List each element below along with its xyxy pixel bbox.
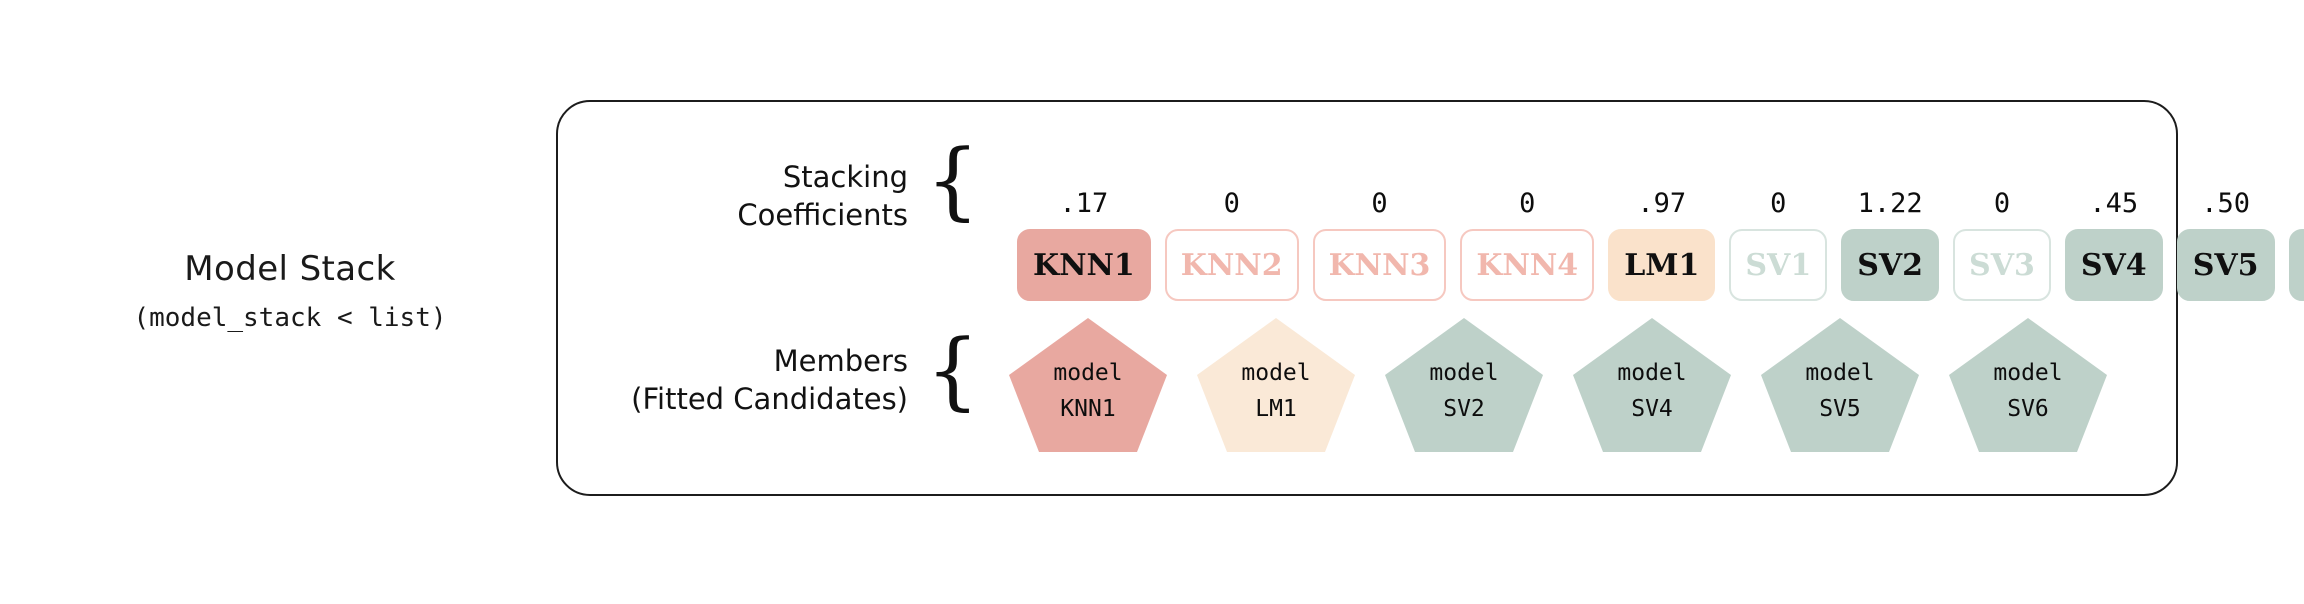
pentagon-shape xyxy=(1009,318,1167,452)
candidate-chip-knn3[interactable]: KNN3 xyxy=(1312,229,1447,301)
candidate-chip-sv3[interactable]: SV3 xyxy=(1953,229,2051,301)
model-stack-title-block: Model Stack (model_stack < list) xyxy=(60,248,520,334)
stacking-coefficients-label: Stacking Coefficients xyxy=(558,158,908,235)
candidate-chip-sv2[interactable]: SV2 xyxy=(1841,229,1940,301)
stacking-coefficients-label-line1: Stacking xyxy=(782,160,908,194)
pentagon-shape xyxy=(1385,318,1543,452)
candidate-chip-sv6[interactable]: SV6 xyxy=(2288,229,2304,301)
pentagon-shape xyxy=(1573,318,1731,452)
candidate-chip-knn1[interactable]: KNN1 xyxy=(1017,229,1151,301)
candidate-chip-knn2[interactable]: KNN2 xyxy=(1164,229,1299,301)
coefficient-value: 0 xyxy=(1223,188,1240,219)
coefficient-cell: 1.03SV6 xyxy=(2288,190,2304,301)
pentagon-shape xyxy=(1949,318,2107,452)
coefficient-value: .50 xyxy=(2201,188,2250,219)
candidate-chip-sv4[interactable]: SV4 xyxy=(2064,229,2163,301)
curly-brace-icon: { xyxy=(926,131,980,229)
pentagon-shape xyxy=(1761,318,1919,452)
model-stack-panel: Stacking Coefficients { Members (Fitted … xyxy=(556,100,2304,496)
coefficient-value: .97 xyxy=(1637,188,1687,219)
coefficient-value: 1.22 xyxy=(1857,188,1923,219)
stacking-coefficients-label-line2: Coefficients xyxy=(737,198,908,233)
coefficient-value: 0 xyxy=(1993,188,2011,219)
candidate-chip-knn4[interactable]: KNN4 xyxy=(1460,229,1595,301)
coefficient-value: .17 xyxy=(1059,188,1109,219)
candidate-chip-lm1[interactable]: LM1 xyxy=(1608,229,1716,301)
pentagon-shape xyxy=(1197,318,1355,452)
members-label: Members (Fitted Candidates) xyxy=(538,342,908,419)
coefficient-value: 0 xyxy=(1770,188,1787,219)
curly-brace-icon: { xyxy=(926,321,980,419)
page-subtitle-code: (model_stack < list) xyxy=(133,302,447,333)
candidate-chip-sv5[interactable]: SV5 xyxy=(2176,229,2275,301)
coefficient-value: 0 xyxy=(1519,188,1536,219)
coefficient-value: 0 xyxy=(1371,188,1388,219)
candidate-chip-sv1[interactable]: SV1 xyxy=(1729,229,1828,301)
page-title: Model Stack xyxy=(184,249,396,289)
members-label-line1: Members xyxy=(773,344,908,378)
coefficient-value: .45 xyxy=(2089,188,2139,219)
members-label-line2: (Fitted Candidates) xyxy=(631,382,908,417)
